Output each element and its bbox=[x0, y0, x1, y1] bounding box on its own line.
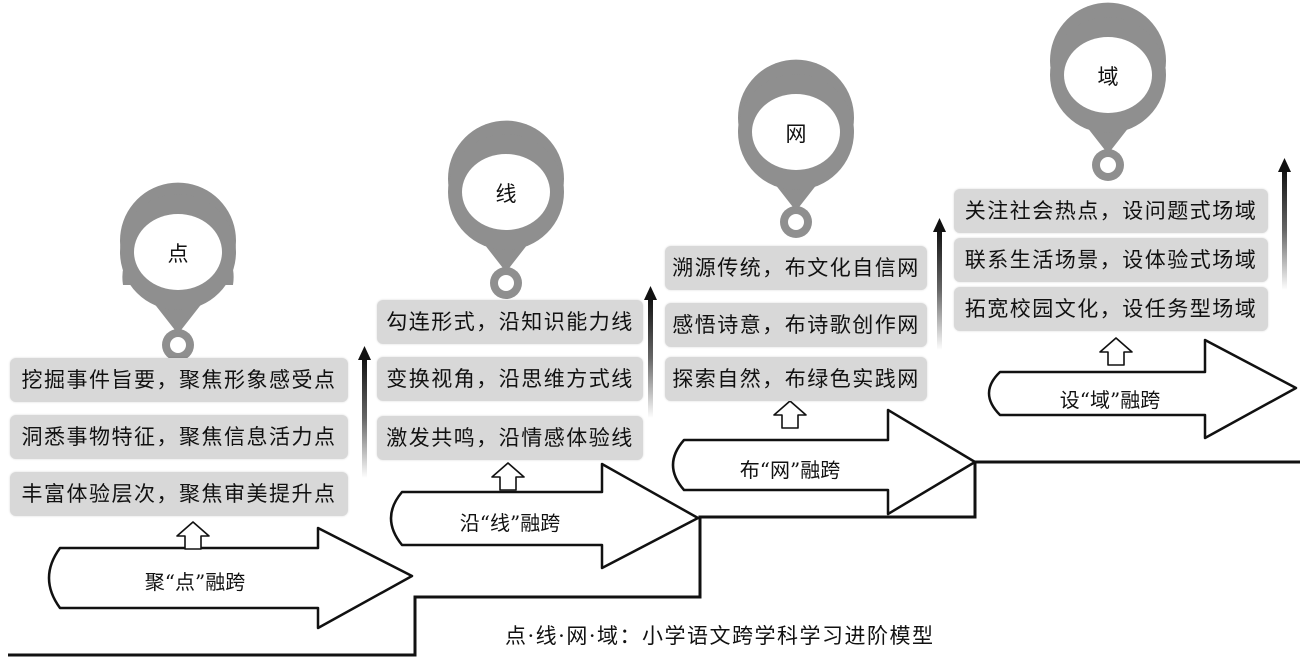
stage-4-arrow bbox=[987, 338, 1298, 440]
stage-3-item: 探索自然，布绿色实践网 bbox=[665, 357, 927, 401]
stage-2-pin bbox=[447, 120, 564, 299]
stage-4-item: 拓宽校园文化，设任务型场域 bbox=[954, 287, 1268, 331]
stage-1-progress-arrow bbox=[358, 346, 371, 478]
stage-3-progress-arrow bbox=[933, 218, 946, 350]
stage-1-item: 洞悉事物特征，聚焦信息活力点 bbox=[10, 415, 348, 459]
stage-4-pin-label: 域 bbox=[1097, 65, 1119, 89]
stage-1-item: 丰富体验层次，聚焦审美提升点 bbox=[10, 472, 348, 516]
stage-4-up-arrow bbox=[1099, 337, 1133, 366]
stage-2-item: 勾连形式，沿知识能力线 bbox=[377, 300, 643, 344]
stage-3-pin bbox=[738, 59, 855, 238]
stage-1-item: 挖掘事件旨要，聚焦形象感受点 bbox=[10, 358, 348, 402]
stage-3-item: 感悟诗意，布诗歌创作网 bbox=[665, 303, 927, 347]
stage-1-pin-label: 点 bbox=[167, 242, 189, 266]
stage-3-pin-label: 网 bbox=[785, 122, 807, 146]
stage-1-arrow bbox=[47, 526, 414, 630]
stage-2-progress-arrow bbox=[644, 286, 657, 418]
stage-2-up-arrow bbox=[491, 462, 525, 491]
stage-2-item: 变换视角，沿思维方式线 bbox=[377, 357, 643, 401]
staircase-baseline bbox=[8, 460, 1300, 657]
stage-3-item: 溯源传统，布文化自信网 bbox=[665, 246, 927, 290]
stage-3-arrow bbox=[671, 408, 977, 516]
stage-4-item: 关注社会热点，设问题式场域 bbox=[954, 189, 1268, 233]
stage-1-arrow-label: 聚“点”融跨 bbox=[144, 570, 246, 594]
stage-1-pin bbox=[120, 182, 236, 361]
stage-2-arrow bbox=[389, 462, 700, 570]
stage-3-arrow-label: 布“网”融跨 bbox=[739, 458, 841, 482]
stage-4-item: 联系生活场景，设体验式场域 bbox=[954, 238, 1268, 282]
stage-4-arrow-label: 设“域”融跨 bbox=[1059, 388, 1161, 412]
stage-4-pin bbox=[1050, 2, 1166, 181]
stage-2-item: 激发共鸣，沿情感体验线 bbox=[377, 416, 643, 460]
diagram-caption: 点·线·网·域：小学语文跨学科学习进阶模型 bbox=[505, 624, 935, 648]
stage-2-arrow-label: 沿“线”融跨 bbox=[459, 511, 561, 535]
stage-2-pin-label: 线 bbox=[495, 182, 517, 206]
stage-3-up-arrow bbox=[773, 400, 807, 429]
stage-4-progress-arrow bbox=[1278, 158, 1291, 290]
stage-1-up-arrow bbox=[176, 521, 210, 550]
